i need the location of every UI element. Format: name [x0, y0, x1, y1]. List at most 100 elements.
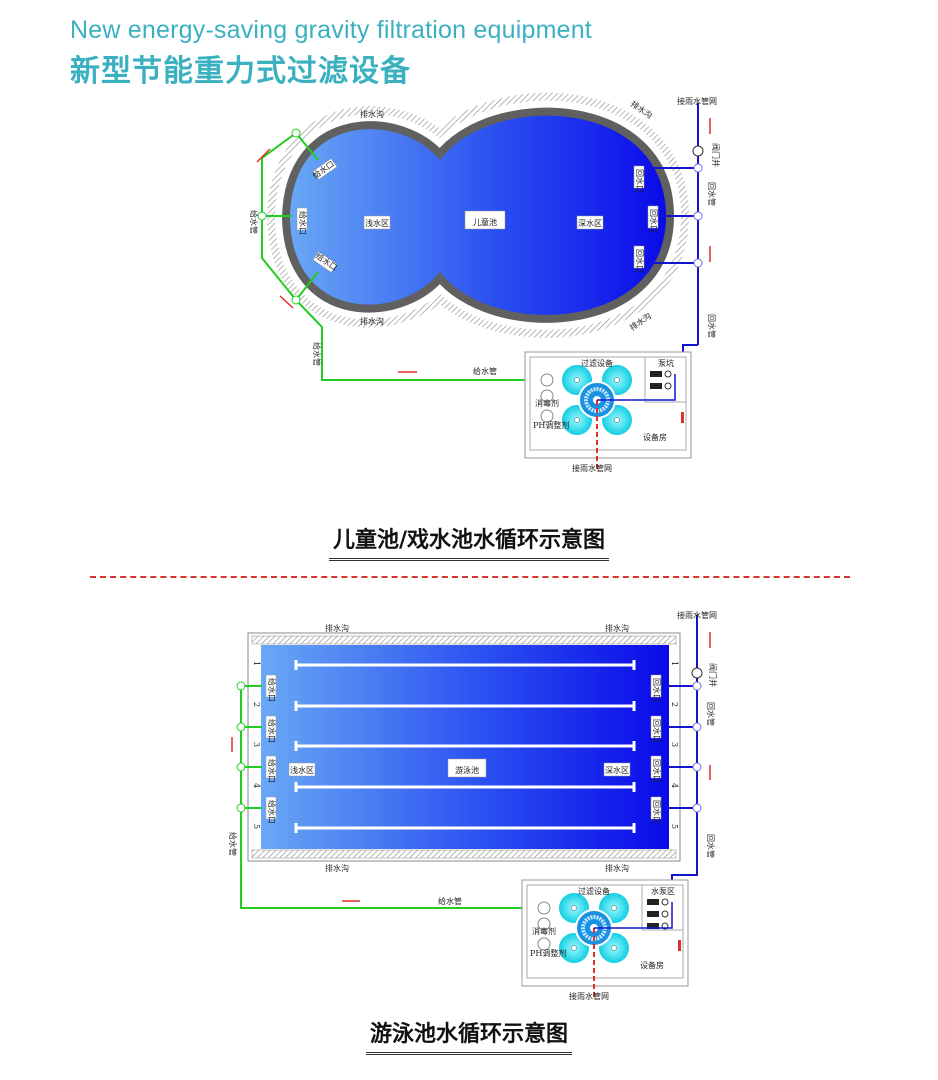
pump-label: 泵坑 [658, 358, 674, 368]
flow-arrow-icon [279, 295, 294, 309]
flow-arrow-icon [256, 148, 271, 163]
lane-number: 2 [670, 702, 679, 707]
supply-inlet-label: 给水口 [267, 759, 277, 783]
pump-label: 水泵区 [651, 886, 675, 896]
equipment-room: 过滤设备泵坑消毒剂PH调整剂设备房接雨水管网 [524, 351, 692, 473]
inlet-tags: 给水口回水口给水口回水口给水口回水口给水口回水口 [265, 674, 662, 824]
kids-pool-caption-text: 儿童池/戏水池水循环示意图 [328, 522, 610, 561]
pump-motor-icon [664, 370, 672, 378]
lane-number: 3 [670, 742, 679, 747]
drain-ditch-label: 排水沟 [360, 316, 384, 326]
return-line [594, 902, 673, 929]
supply-pipe-label: 给水管 [249, 210, 259, 234]
return-junction [693, 258, 703, 268]
return-junction [693, 163, 703, 173]
rain-network-label: 接雨水管网 [677, 96, 717, 106]
door-marker [681, 412, 684, 423]
drain-ditch-label: 排水沟 [325, 863, 349, 873]
supply-pipe-network [261, 132, 549, 381]
shallow-zone-label: 浅水区 [290, 765, 314, 775]
return-inlet-tags: 回水口 回水口 回水口 [633, 165, 659, 273]
return-junction [693, 211, 703, 221]
ph-label: PH调整剂 [533, 420, 569, 430]
pump-motor-icon [661, 898, 669, 906]
filter-tank-core [611, 945, 617, 951]
disinfectant-label: 消毒剂 [532, 926, 556, 936]
pump-icon [647, 899, 659, 905]
lane-number: 1 [252, 661, 261, 666]
rain-network-label: 接雨水管网 [569, 991, 609, 1001]
pump-pit [641, 884, 684, 931]
supply-inlet-label: 给水口 [267, 800, 277, 824]
filter-tank-core [574, 377, 580, 383]
return-inlet-tag [650, 796, 662, 820]
return-inlet-tag [650, 715, 662, 739]
supply-pipe-label: 给水管 [438, 896, 462, 906]
lane-number: 4 [670, 783, 679, 788]
supply-junction [236, 681, 246, 691]
filter-tank-core [611, 905, 617, 911]
return-inlet-label: 回水口 [649, 209, 659, 233]
return-inlet-label: 回水口 [635, 249, 645, 273]
lane-number: 4 [252, 783, 261, 788]
dosing-tank [537, 937, 551, 951]
return-inlet-tag [650, 674, 662, 698]
lane-number: 3 [252, 742, 261, 747]
supply-inlet-tag [265, 715, 277, 739]
shallow-zone-label: 浅水区 [365, 218, 389, 228]
filter-tank-core [574, 417, 580, 423]
pump-pit [644, 356, 687, 403]
title-chinese: 新型节能重力式过滤设备 [70, 54, 411, 89]
supply-inlet-label: 给水口 [267, 719, 277, 743]
return-junction [692, 803, 702, 813]
kids-pool-caption: 儿童池/戏水池水循环示意图 [0, 522, 938, 561]
dosing-tank [540, 389, 554, 403]
dosing-tank [537, 901, 551, 915]
return-junction [692, 762, 702, 772]
deep-zone-label: 深水区 [605, 765, 629, 775]
lane-number: 5 [252, 824, 261, 829]
swim-pool-caption-text: 游泳池水循环示意图 [365, 1016, 572, 1055]
return-pipe-label: 回水管 [706, 702, 716, 726]
title-english: New energy-saving gravity filtration equ… [70, 16, 592, 44]
valve-icon [691, 667, 703, 679]
valve-icon [692, 145, 704, 157]
dosing-tank [540, 373, 554, 387]
pool-name-label: 游泳池 [455, 765, 479, 775]
pump-motor-icon [661, 910, 669, 918]
dosing-tank [537, 917, 551, 931]
filter-tank-core [571, 905, 577, 911]
kids-pool-diagram: 排水沟 排水沟 排水沟 排水沟 给水管 给水管 给水管 接雨水管网 阀门井 回水… [249, 92, 721, 473]
ph-label: PH调整剂 [530, 948, 566, 958]
drain-ditch-label: 排水沟 [605, 863, 629, 873]
swim-pool-caption: 游泳池水循环示意图 [0, 1016, 938, 1055]
return-junction [692, 722, 702, 732]
supply-inlet-label: 给水口 [298, 211, 308, 235]
filter-tank-core [614, 377, 620, 383]
filter-tank-core [571, 945, 577, 951]
supply-junction [291, 295, 301, 305]
supply-inlet-tag [265, 674, 277, 698]
pump-icon [650, 371, 662, 377]
pump-motor-icon [664, 382, 672, 390]
return-line [597, 374, 676, 401]
return-inlet-label: 回水口 [635, 169, 645, 193]
lane-number: 5 [670, 824, 679, 829]
supply-junction [236, 803, 246, 813]
pump-icon [647, 911, 659, 917]
return-inlet-label: 回水口 [652, 719, 662, 743]
disinfectant-label: 消毒剂 [535, 398, 559, 408]
filter-label: 过滤设备 [581, 358, 613, 368]
return-inlet-tag [650, 755, 662, 779]
door-marker [678, 940, 681, 951]
drain-ditch [251, 635, 677, 645]
drain-ditch-label: 排水沟 [325, 623, 349, 633]
valve-well-label: 阀门井 [708, 663, 718, 687]
supply-inlet-tags: 给水口 给水口 给水口 [296, 158, 339, 273]
return-inlet-label: 回水口 [652, 759, 662, 783]
equipment-room-label: 设备房 [640, 960, 664, 970]
filter-label: 过滤设备 [578, 886, 610, 896]
